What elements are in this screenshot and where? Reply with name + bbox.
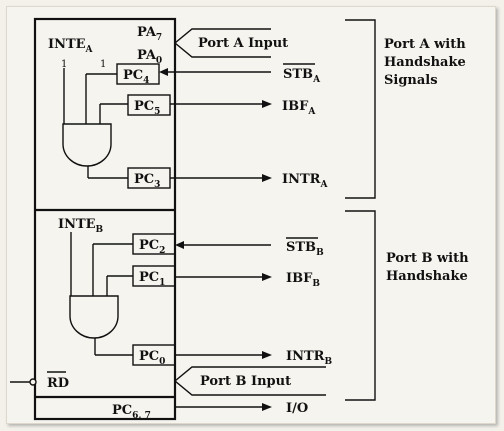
- stb-b-arrowhead: [175, 241, 184, 249]
- intr-b-label: INTRB: [286, 349, 332, 367]
- port-a-bracket: [345, 19, 376, 199]
- port-b-input-label: Port B Input: [200, 374, 291, 389]
- pc5-label: PC5: [134, 99, 160, 117]
- pc67-label: PC6, 7: [112, 403, 151, 421]
- port-a-bracket-line3: Signals: [384, 73, 438, 88]
- pc0-label: PC0: [139, 349, 165, 367]
- io-label: I/O: [286, 401, 308, 416]
- port-b-input-arrow: [173, 366, 326, 396]
- port-a-bracket-line1: Port A with: [384, 37, 466, 52]
- pc4-label: PC4: [123, 68, 149, 86]
- inte-b-label: INTEB: [58, 217, 104, 235]
- pa7-pin: PA7: [137, 25, 162, 43]
- rd-label: RD: [47, 376, 69, 391]
- port-b-bracket-line1: Port B with: [386, 251, 469, 266]
- ibf-b-arrowhead: [262, 273, 272, 281]
- port-a-input-arrow: [173, 28, 271, 58]
- ibf-a-label: IBFA: [282, 99, 316, 117]
- and-gate-a: [62, 123, 112, 167]
- pa0-pin: PA0: [137, 48, 162, 66]
- port-a-input-label: Port A Input: [198, 36, 288, 51]
- inte-a-bit-left: 1: [61, 59, 67, 70]
- pc3-label: PC3: [134, 172, 160, 190]
- ibf-b-label: IBFB: [286, 271, 320, 289]
- rd-inversion-bubble: [29, 378, 37, 386]
- intr-a-arrowhead: [262, 174, 272, 182]
- pc2-label: PC2: [139, 238, 165, 256]
- port-b-bracket-line2: Handshake: [386, 269, 468, 284]
- ibf-a-arrowhead: [262, 100, 272, 108]
- pc5-box: [127, 94, 171, 116]
- stb-a-label: STBA: [283, 67, 321, 85]
- port-b-bracket: [345, 210, 376, 401]
- chip-outline: [33, 17, 177, 421]
- inte-a-label: INTEA: [48, 37, 94, 55]
- stb-a-arrowhead: [159, 68, 168, 76]
- stb-b-label: STBB: [286, 240, 324, 258]
- io-arrowhead: [262, 403, 272, 411]
- port-a-bracket-line2: Handshake: [384, 55, 466, 70]
- intr-a-label: INTRA: [282, 172, 328, 190]
- pc1-label: PC1: [139, 270, 165, 288]
- inte-a-bit-right: 1: [100, 59, 106, 70]
- intr-b-arrowhead: [262, 351, 272, 359]
- and-gate-b: [69, 295, 119, 339]
